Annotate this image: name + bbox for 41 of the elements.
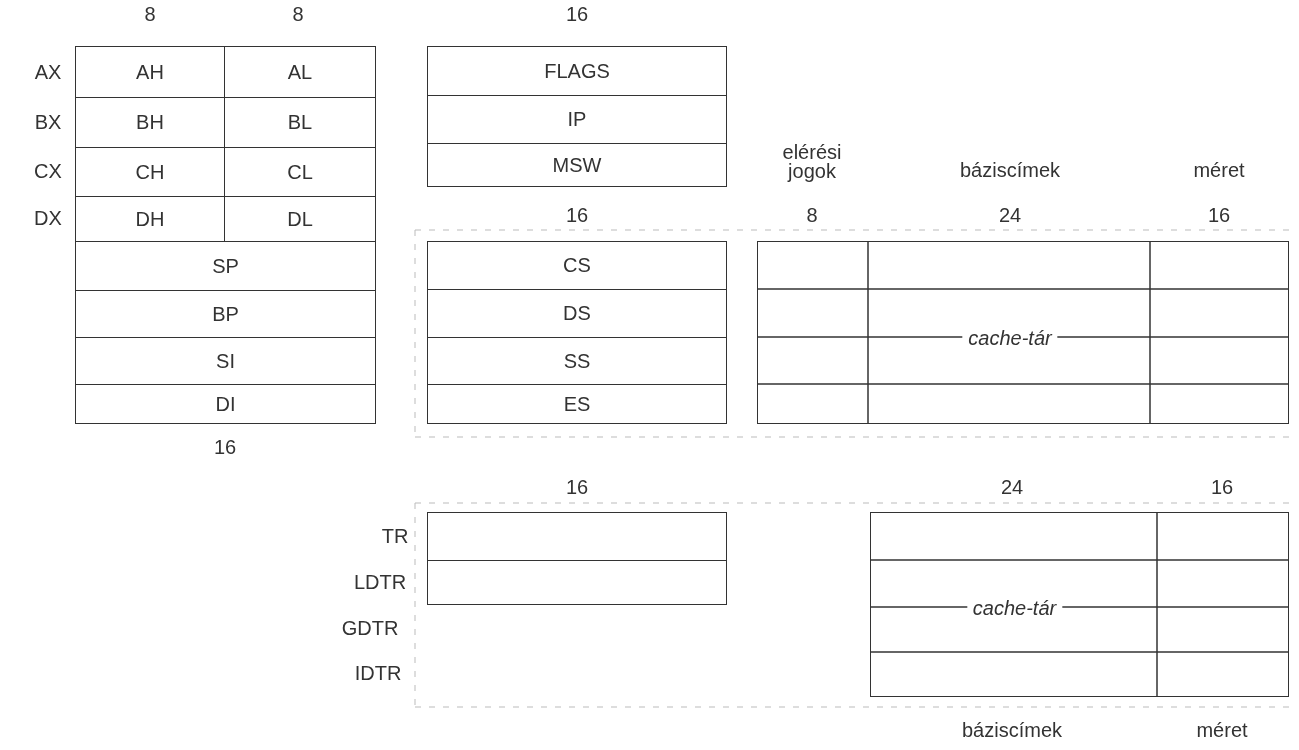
- register-cell: SI: [75, 337, 376, 385]
- bit-width: 16: [565, 477, 589, 497]
- register-name: GDTR: [341, 618, 399, 638]
- cache-table: [870, 512, 1289, 697]
- register-cell: AH: [75, 46, 225, 98]
- register-cell: IP: [427, 95, 727, 144]
- bit-width: 24: [998, 205, 1022, 225]
- register-name: DX: [34, 208, 62, 228]
- bit-width: 8: [292, 4, 304, 24]
- register-cell: FLAGS: [427, 46, 727, 96]
- bit-width: 16: [1210, 477, 1234, 497]
- register-name: LDTR: [353, 572, 407, 592]
- register-cell: DI: [75, 384, 376, 424]
- register-cell: SP: [75, 241, 376, 291]
- column-header: méret: [1196, 720, 1248, 740]
- bit-width: 16: [213, 437, 237, 457]
- bit-width: 8: [144, 4, 156, 24]
- cache-table: [757, 241, 1289, 424]
- bit-width: 24: [1000, 477, 1024, 497]
- register-name: AX: [34, 62, 62, 82]
- register-box: [427, 512, 727, 561]
- register-name: BX: [34, 112, 62, 132]
- bit-width: 16: [1207, 205, 1231, 225]
- column-header: elérési jogok: [781, 143, 843, 181]
- register-cell: SS: [427, 337, 727, 385]
- bit-width: 16: [565, 4, 589, 24]
- register-name: IDTR: [354, 663, 402, 683]
- register-cell: DS: [427, 289, 727, 338]
- register-cell: ES: [427, 384, 727, 424]
- register-name: CX: [34, 161, 62, 181]
- bit-width: 16: [565, 205, 589, 225]
- register-cell: BP: [75, 290, 376, 338]
- column-header: méret: [1193, 160, 1245, 180]
- register-cell: CS: [427, 241, 727, 290]
- register-cell: AL: [224, 46, 376, 98]
- column-header: báziscímek: [960, 160, 1060, 180]
- register-cell: MSW: [427, 143, 727, 187]
- register-box: [427, 560, 727, 605]
- bit-width: 8: [806, 205, 818, 225]
- register-name: TR: [381, 526, 409, 546]
- column-header: báziscímek: [962, 720, 1062, 740]
